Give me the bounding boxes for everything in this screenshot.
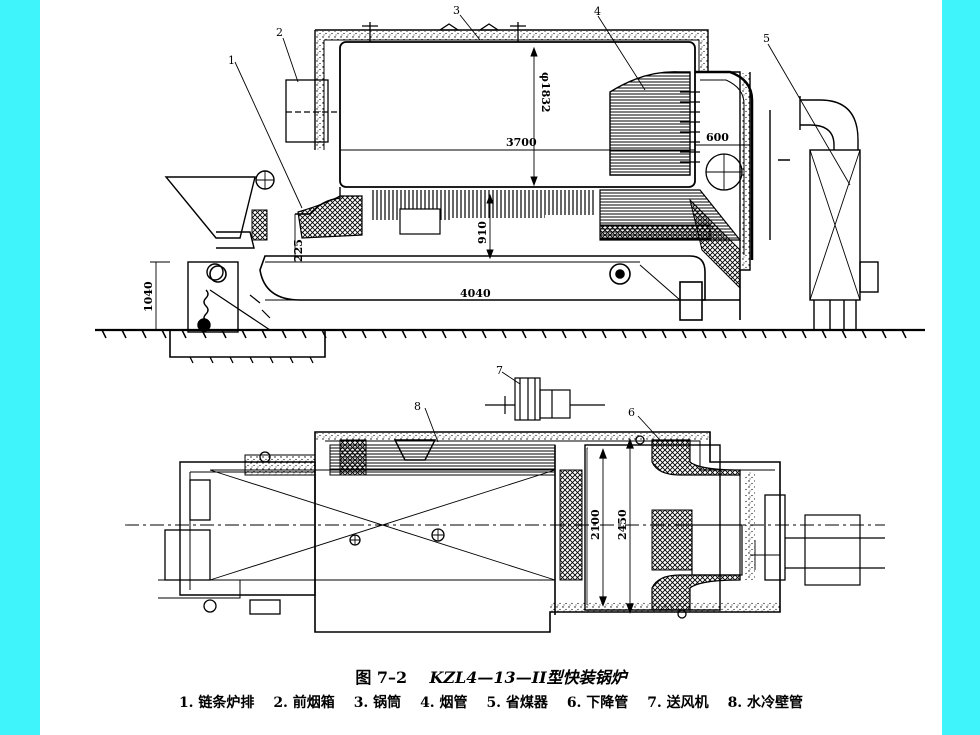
side-elevation [95, 14, 925, 364]
leader-lines [234, 14, 851, 209]
caption-title: KZL4—13—II型快装锅炉 [429, 668, 627, 687]
legend-item: 7. 送风机 [647, 695, 709, 711]
dim-grate-gap: 225 [292, 239, 305, 262]
legend-item: 5. 省煤器 [486, 695, 548, 711]
dim-rear-offset: 600 [706, 131, 729, 144]
callout-3: 3 [453, 4, 460, 17]
smoke-tubes [609, 71, 700, 176]
legend-item: 8. 水冷壁管 [727, 695, 804, 711]
callout-5: 5 [763, 32, 770, 45]
dim-lines [150, 46, 750, 330]
callout-6: 6 [628, 406, 635, 419]
furnace [251, 187, 742, 290]
ground-hatch [101, 329, 907, 339]
ash-pit [169, 330, 326, 358]
plan-view [125, 371, 885, 633]
legend-item: 3. 锅筒 [353, 695, 402, 711]
dim-furnace-height: 910 [476, 221, 489, 244]
callout-8: 8 [414, 400, 421, 413]
side-labels: 1 2 3 4 5 φ1832 3700 600 225 910 4040 10… [142, 4, 770, 312]
legend-item: 4. 烟管 [420, 695, 468, 711]
callout-2: 2 [276, 26, 283, 39]
front-smoke-box [285, 79, 329, 143]
figure-legend: 1. 链条炉排 2. 前烟箱 3. 锅筒 4. 烟管 5. 省煤器 6. 下降管… [40, 692, 942, 712]
dim-grate-length: 4040 [460, 287, 491, 300]
dim-outer-width: 2450 [616, 509, 629, 540]
dim-grate-elevation: 1040 [142, 281, 155, 312]
legend-item: 6. 下降管 [566, 695, 629, 711]
fan [485, 377, 605, 421]
dim-drum-length: 3700 [506, 136, 537, 149]
coal-hopper [164, 170, 275, 333]
water-wall-tubes [329, 444, 556, 476]
legend-item: 2. 前烟箱 [273, 695, 335, 711]
plan-labels: 8 7 6 2100 2450 [414, 364, 635, 540]
boiler-drawing: 1 2 3 4 5 φ1832 3700 600 225 910 4040 10… [95, 4, 925, 633]
figure-caption: 图 7–2 KZL4—13—II型快装锅炉 [40, 664, 942, 688]
callout-1: 1 [228, 54, 235, 67]
dim-drum-diameter: φ1832 [539, 72, 552, 113]
legend-item: 1. 链条炉排 [178, 695, 255, 711]
callout-4: 4 [594, 5, 601, 18]
dim-inner-width: 2100 [589, 509, 602, 540]
economizer [769, 96, 879, 330]
callout-7: 7 [496, 364, 503, 377]
figure-sheet: 1 2 3 4 5 φ1832 3700 600 225 910 4040 10… [40, 0, 942, 735]
caption-prefix: 图 7–2 [355, 668, 408, 687]
